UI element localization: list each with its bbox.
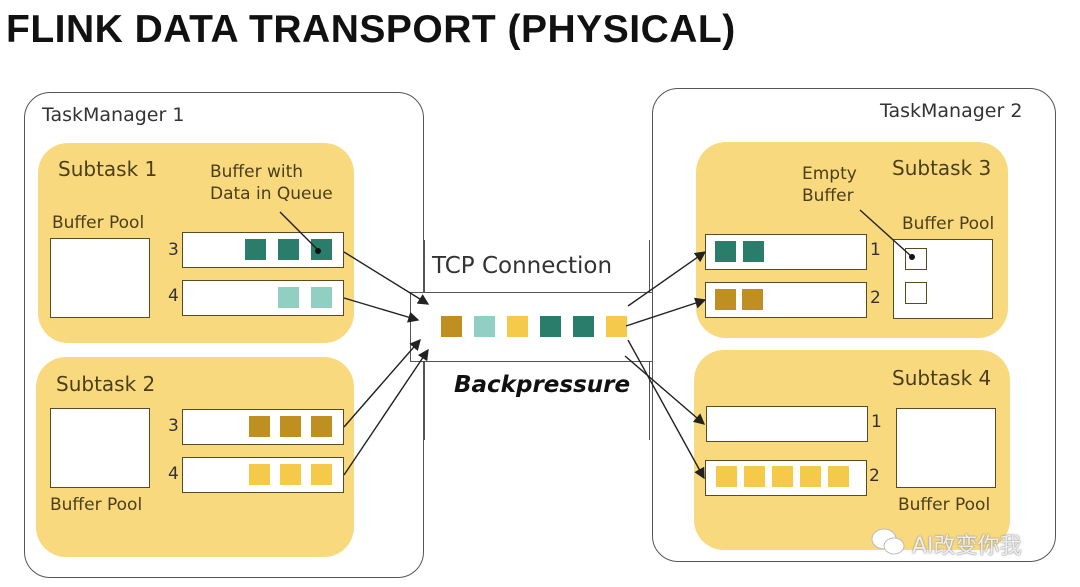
data-buffer-square (280, 416, 301, 437)
backpressure-label: Backpressure (454, 372, 631, 398)
subtask-4-buffer-pool-label: Buffer Pool (898, 495, 991, 515)
queue-index: 1 (871, 412, 882, 432)
data-buffer-square (606, 316, 627, 337)
data-buffer-square (540, 316, 561, 337)
subtask-1-buffer-pool-label: Buffer Pool (52, 213, 145, 233)
queue-index: 3 (168, 416, 179, 436)
annotation-line-2: Buffer (802, 186, 854, 206)
data-buffer-square (772, 466, 793, 487)
data-buffer-square (828, 466, 849, 487)
data-buffer-square (744, 466, 765, 487)
data-buffer-square (742, 289, 763, 310)
annotation-dot (315, 248, 321, 254)
tcp-connection-label: TCP Connection (432, 253, 613, 279)
subtask-4-queue-1 (706, 406, 868, 442)
data-buffer-square (715, 289, 736, 310)
empty-buffer-annotation: Empty Buffer (802, 163, 857, 207)
arrow-s2q3-to-tcp (343, 338, 421, 428)
arrow-s1q3-to-tcp (343, 251, 430, 305)
annotation-line-1: Buffer with (210, 162, 304, 182)
buffer-with-data-annotation: Buffer with Data in Queue (210, 161, 333, 205)
data-buffer-square (280, 464, 301, 485)
empty-buffer-slot (905, 248, 927, 270)
subtask-2-label: Subtask 2 (56, 372, 156, 396)
diagram-title: FLINK DATA TRANSPORT (PHYSICAL) (6, 8, 736, 51)
arrow-tcp-to-s4q1 (624, 355, 706, 425)
data-buffer-square (474, 316, 495, 337)
arrow-s2q4-to-tcp (343, 348, 429, 476)
subtask-3-buffer-pool-label: Buffer Pool (902, 214, 995, 234)
arrow-tcp-to-s4q2 (627, 339, 705, 480)
data-buffer-square (249, 464, 270, 485)
data-buffer-square (800, 466, 821, 487)
queue-index: 1 (870, 240, 881, 260)
data-buffer-square (715, 241, 736, 262)
data-buffer-square (311, 416, 332, 437)
queue-index: 2 (870, 288, 881, 308)
taskmanager-1-label: TaskManager 1 (42, 104, 185, 126)
arrow-tcp-to-s3q2 (625, 297, 707, 327)
subtask-4-buffer-pool (896, 408, 996, 488)
annotation-pointer-empty-buffer (859, 209, 912, 257)
annotation-line-2: Data in Queue (210, 184, 333, 204)
subtask-3-label: Subtask 3 (892, 156, 992, 180)
data-buffer-square (311, 287, 332, 308)
data-buffer-square (716, 466, 737, 487)
arrow-tcp-to-s3q1 (627, 251, 707, 307)
queue-index: 4 (168, 464, 179, 484)
wechat-icon (870, 527, 906, 557)
data-buffer-square (507, 316, 528, 337)
data-buffer-square (743, 241, 764, 262)
annotation-line-1: Empty (802, 164, 857, 184)
data-buffer-square (573, 316, 594, 337)
data-buffer-square (245, 239, 266, 260)
subtask-4-label: Subtask 4 (892, 366, 992, 390)
data-buffer-square (278, 287, 299, 308)
subtask-2-buffer-pool (50, 408, 150, 488)
annotation-pointer-buffer-with-data (279, 211, 319, 251)
annotation-dot (909, 254, 915, 260)
queue-index: 4 (168, 286, 179, 306)
subtask-1-queue-4 (182, 280, 344, 316)
data-buffer-square (278, 239, 299, 260)
queue-index: 2 (869, 466, 880, 486)
empty-buffer-slot (905, 282, 927, 304)
subtask-1-buffer-pool (50, 238, 150, 318)
arrow-s1q4-to-tcp (343, 297, 420, 323)
data-buffer-square (311, 464, 332, 485)
watermark: AI改变你我 (912, 534, 1022, 559)
subtask-1-label: Subtask 1 (58, 157, 158, 181)
taskmanager-2-label: TaskManager 2 (880, 100, 1023, 122)
queue-index: 3 (168, 240, 179, 260)
subtask-2-buffer-pool-label: Buffer Pool (50, 495, 143, 515)
data-buffer-square (441, 316, 462, 337)
data-buffer-square (311, 239, 332, 260)
data-buffer-square (249, 416, 270, 437)
